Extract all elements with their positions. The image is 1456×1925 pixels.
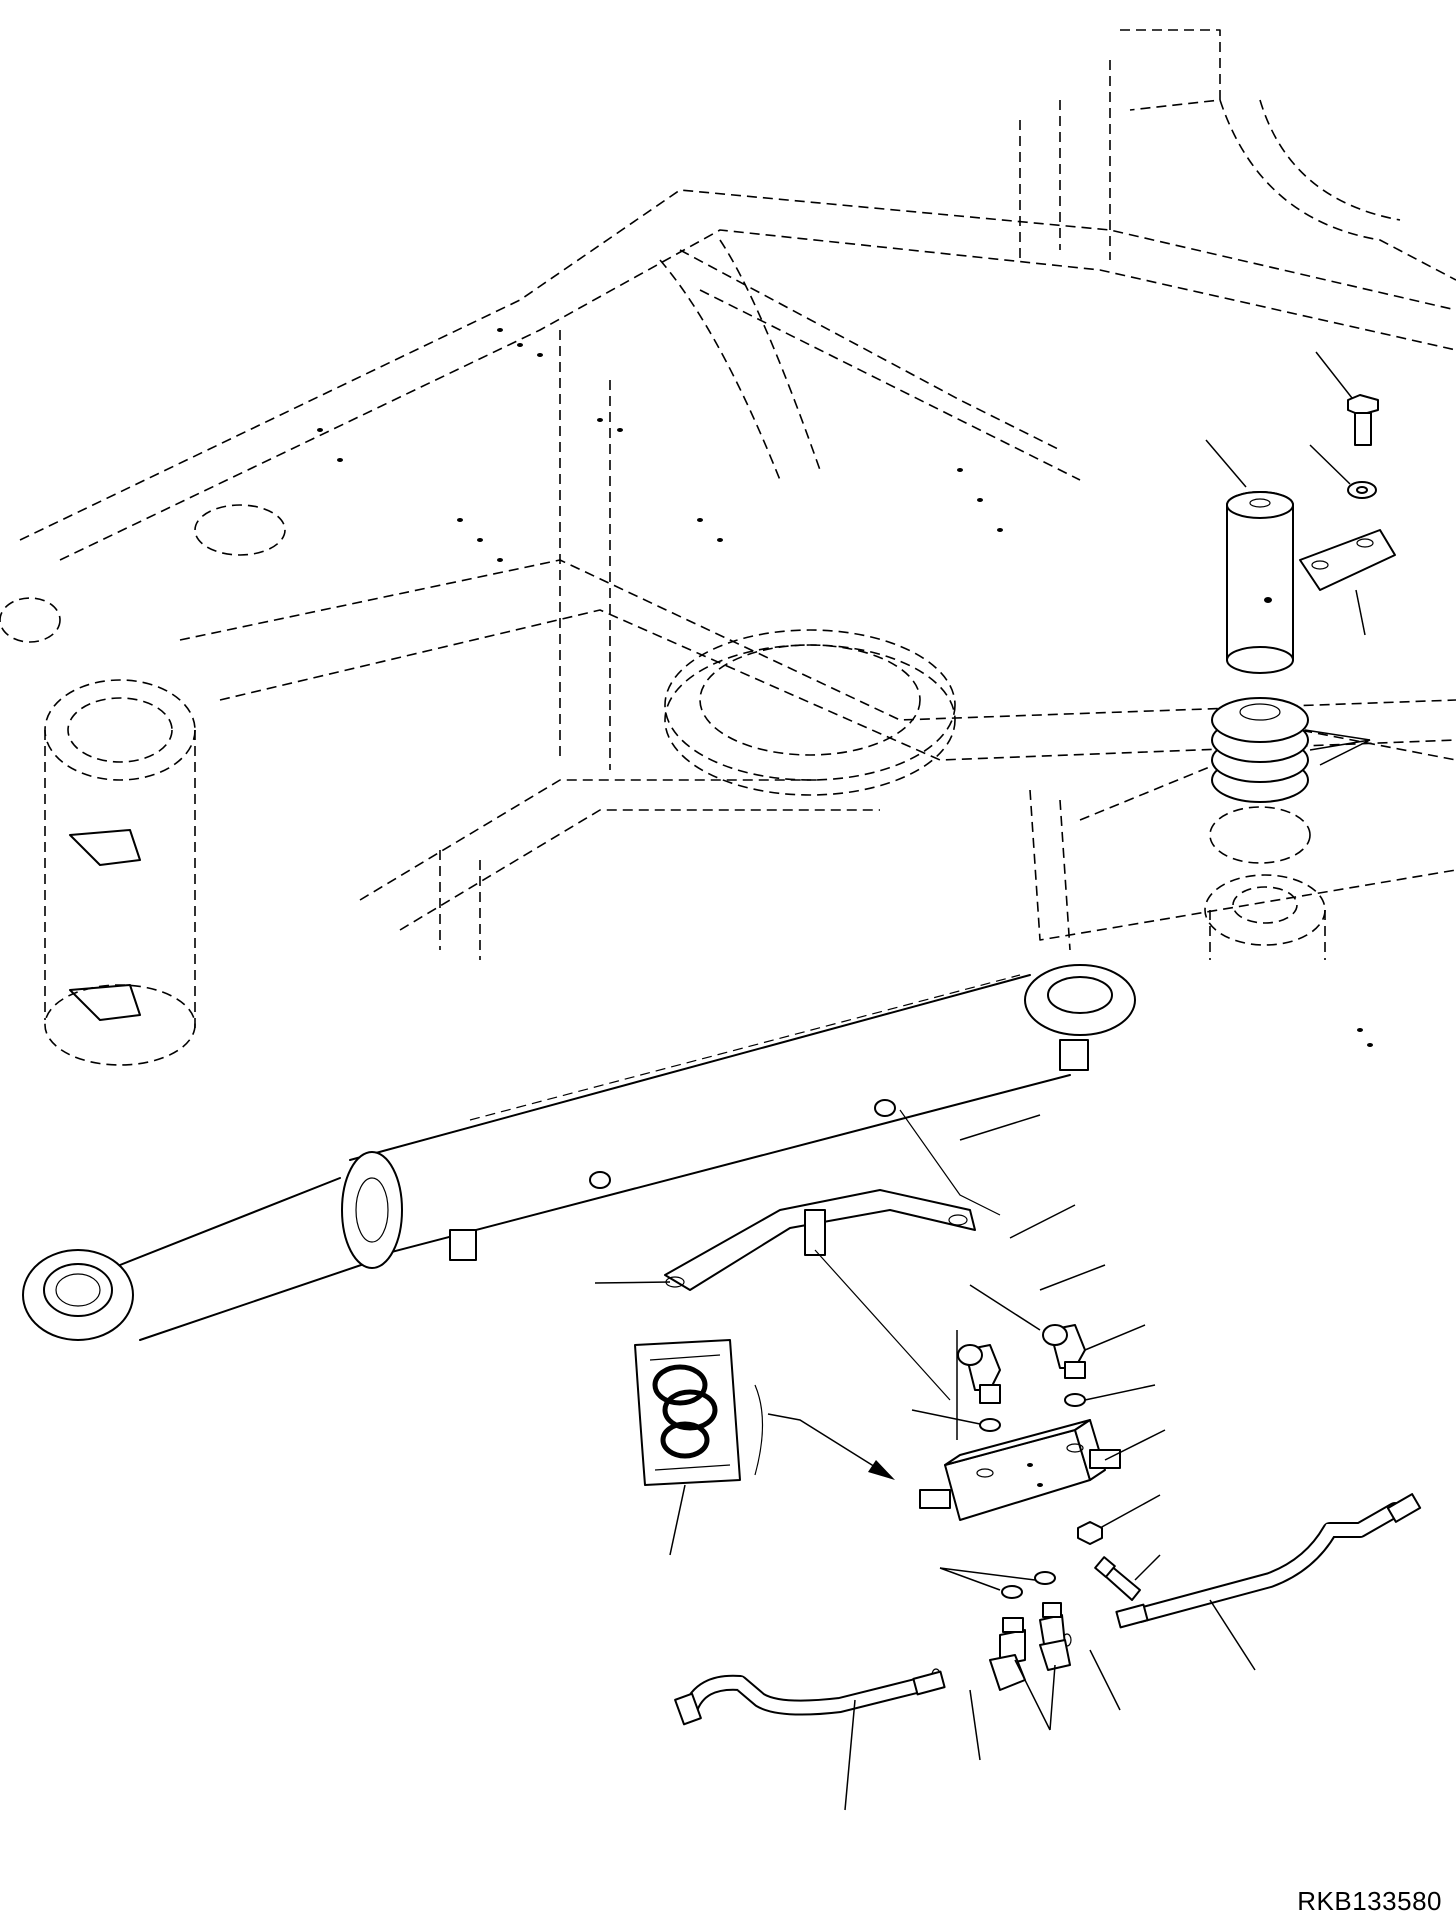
pin-part bbox=[1226, 491, 1294, 674]
elbow-fitting-upper-left bbox=[957, 1344, 1001, 1404]
revolving-frame-outline bbox=[19, 29, 1456, 960]
swing-bracket-right bbox=[1204, 806, 1326, 960]
bracket-part bbox=[664, 1189, 976, 1401]
arrow-pointer bbox=[767, 1413, 895, 1480]
drawing-reference-code: RKB133580 bbox=[1297, 1886, 1442, 1916]
shim-stack-part bbox=[1211, 697, 1309, 803]
leader-lines bbox=[594, 351, 1371, 1811]
elbow-fitting-upper-right bbox=[1042, 1324, 1086, 1379]
washer-part bbox=[1347, 481, 1377, 499]
locking-plate-part bbox=[1299, 529, 1396, 591]
boom-mount-left bbox=[0, 504, 286, 1066]
adapter-fittings-lower bbox=[989, 1602, 1071, 1691]
swing-cylinder bbox=[22, 964, 1136, 1341]
hose-left bbox=[674, 1670, 946, 1726]
frame-holes bbox=[317, 328, 1373, 1047]
swing-circle bbox=[664, 629, 956, 796]
o-ring-kit-bag bbox=[634, 1339, 764, 1486]
nut-part bbox=[1077, 1521, 1103, 1545]
valve-block-part bbox=[919, 1419, 1121, 1521]
bolt-part bbox=[1347, 394, 1379, 446]
hose-right bbox=[1115, 1493, 1422, 1629]
screw-part bbox=[1094, 1556, 1141, 1601]
